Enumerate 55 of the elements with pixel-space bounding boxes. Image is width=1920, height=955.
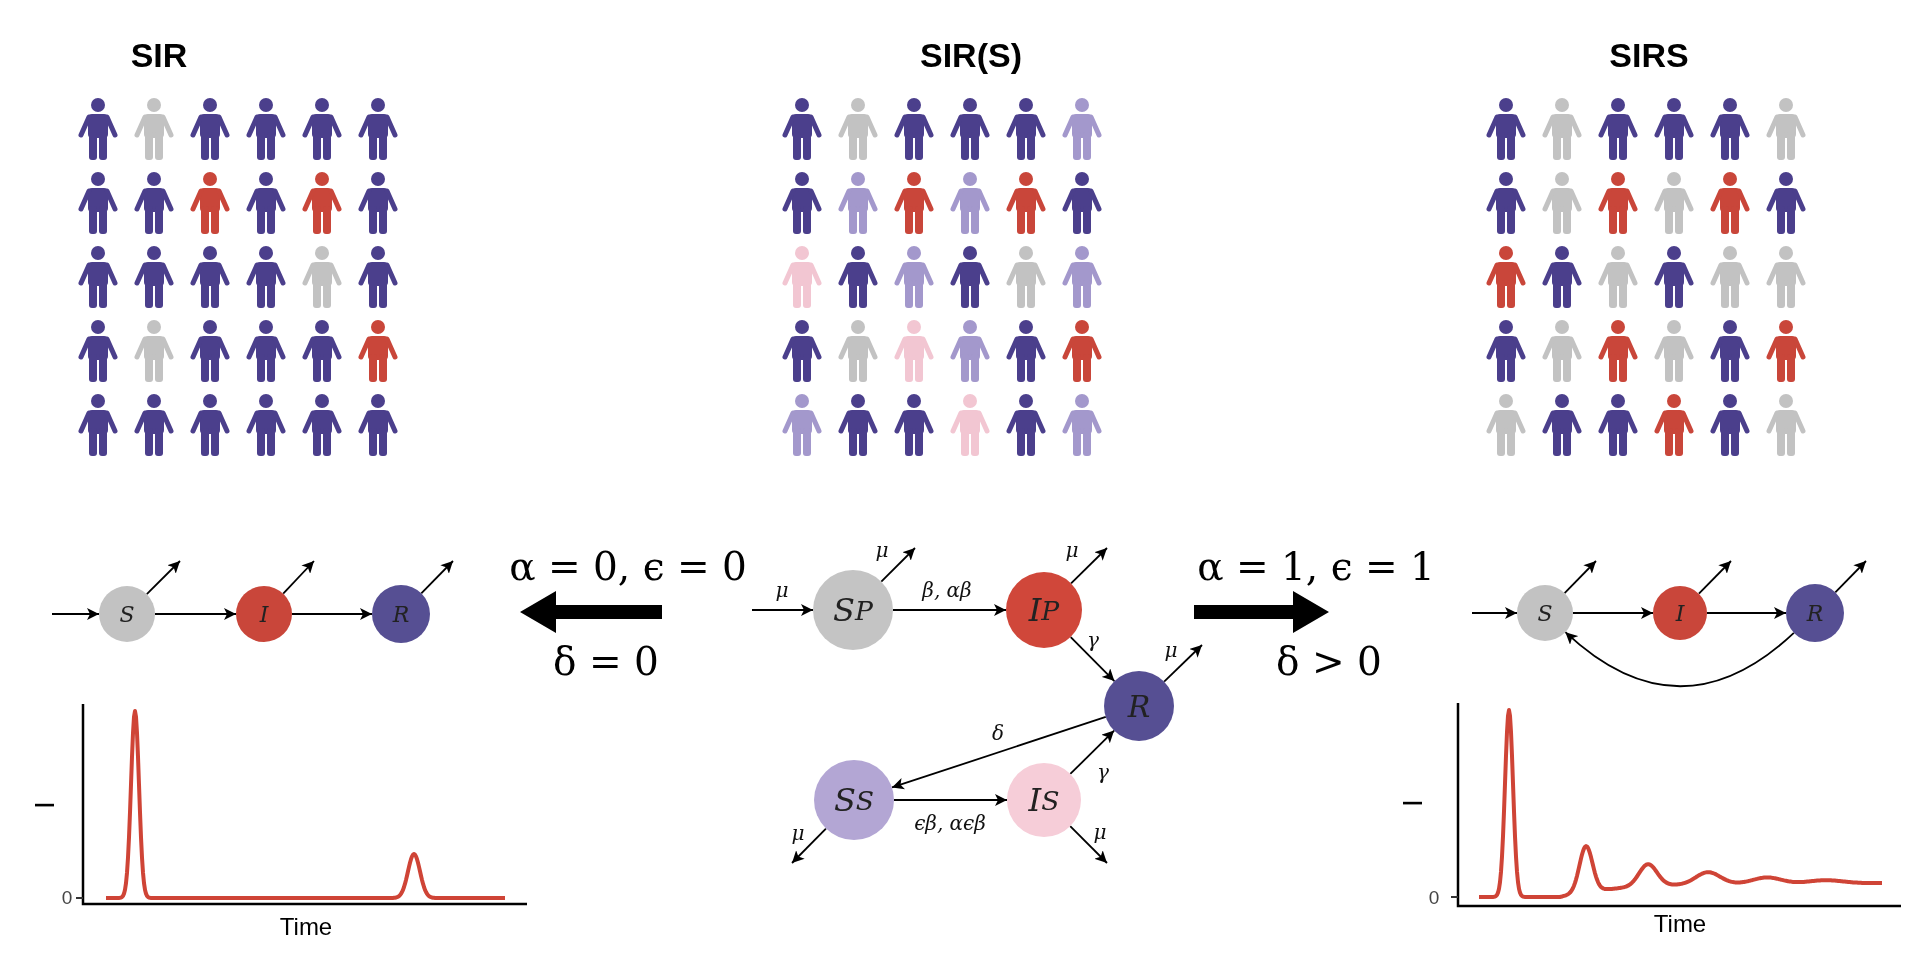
tick-label: 0 bbox=[61, 887, 73, 909]
arrow bbox=[1471, 607, 1518, 619]
edge-label: μ bbox=[775, 578, 789, 602]
arrow bbox=[1572, 607, 1654, 619]
parameter-label: α = 1, ϵ = 1 bbox=[1197, 543, 1435, 589]
panel-title: SIR bbox=[130, 35, 188, 75]
arrow bbox=[893, 794, 1008, 806]
arrow bbox=[880, 547, 916, 583]
arrow bbox=[420, 560, 454, 595]
edge-label: μ bbox=[875, 538, 889, 562]
state-circle: S bbox=[99, 586, 155, 642]
arrow bbox=[892, 604, 1007, 616]
arrow bbox=[751, 604, 814, 616]
parameter-label: δ > 0 bbox=[1276, 638, 1382, 684]
edge-label: μ bbox=[1164, 638, 1178, 662]
axis-title: I bbox=[1397, 799, 1429, 807]
edge-label: μ bbox=[1093, 820, 1107, 844]
arrow bbox=[1698, 560, 1732, 595]
arrow bbox=[1163, 644, 1203, 683]
arrow bbox=[1564, 631, 1795, 688]
arrow bbox=[1069, 636, 1116, 682]
state-circle: R bbox=[1104, 671, 1174, 741]
panel-title: SIRS bbox=[1609, 35, 1689, 75]
arrow bbox=[1070, 547, 1108, 585]
state-circle: I bbox=[1653, 586, 1707, 640]
panel-title: SIR(S) bbox=[920, 35, 1022, 75]
arrow bbox=[145, 560, 181, 596]
arrow bbox=[154, 608, 237, 620]
edge-label: ϵβ, αϵβ bbox=[914, 811, 986, 835]
state-circle: I bbox=[236, 586, 292, 642]
arrow bbox=[1069, 825, 1108, 864]
arrow bbox=[51, 608, 100, 620]
edge-label: μ bbox=[1065, 538, 1079, 562]
arrow bbox=[291, 608, 373, 620]
parameter-label: δ = 0 bbox=[553, 638, 659, 684]
state-circle: R bbox=[1786, 584, 1844, 642]
tick-label: 0 bbox=[1428, 887, 1440, 909]
edge-label: μ bbox=[791, 821, 805, 845]
state-circle: R bbox=[372, 585, 430, 643]
axis-title: Time bbox=[1653, 910, 1707, 938]
arrow bbox=[282, 560, 315, 595]
arrow bbox=[1563, 560, 1597, 594]
edge-label: γ bbox=[1087, 628, 1099, 652]
edge-label: γ bbox=[1097, 760, 1109, 784]
arrow bbox=[1706, 607, 1787, 619]
state-circle: S bbox=[1517, 585, 1573, 641]
arrow bbox=[791, 827, 827, 864]
axis-title: I bbox=[29, 801, 61, 809]
arrow bbox=[1069, 729, 1115, 775]
arrow bbox=[1834, 560, 1867, 594]
arrow bbox=[891, 716, 1107, 790]
axis-title: Time bbox=[279, 913, 333, 941]
edge-label: δ bbox=[992, 721, 1004, 745]
parameter-label: α = 0, ϵ = 0 bbox=[509, 543, 747, 589]
edge-label: β, αβ bbox=[922, 578, 972, 602]
